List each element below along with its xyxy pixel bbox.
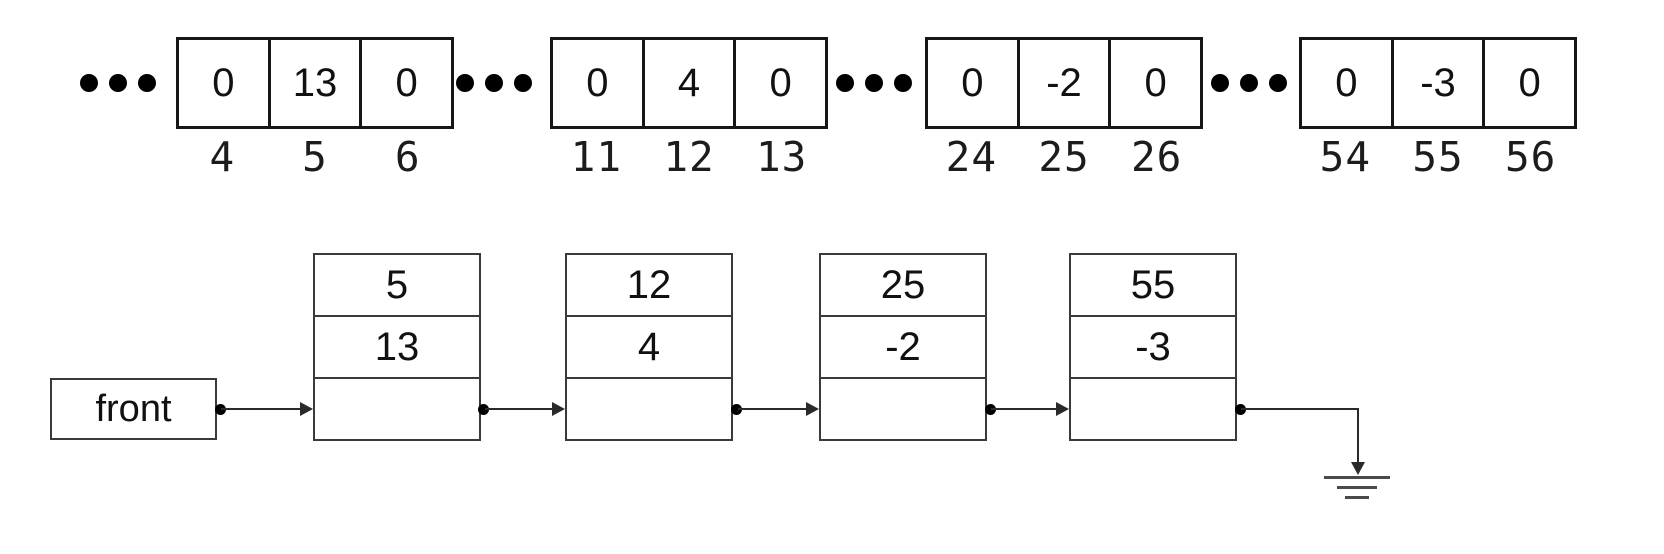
pointer-arrow-line [221, 408, 301, 410]
list-node: 5 13 [313, 253, 481, 441]
list-node: 55 -3 [1069, 253, 1237, 441]
null-pointer-line [1241, 408, 1359, 410]
array-cell: 0 [212, 60, 235, 105]
array-segment: 0 4 0 [550, 37, 828, 129]
node-value-cell: 13 [315, 317, 479, 379]
array-index-row: 24 25 26 [925, 133, 1203, 181]
arrowhead-down-icon [1351, 462, 1365, 475]
array-index-row: 11 12 13 [550, 133, 828, 181]
ellipsis-dot [456, 74, 474, 92]
array-cell: 0 [359, 40, 451, 126]
ellipsis-dot [894, 74, 912, 92]
node-index-cell: 55 [1071, 255, 1235, 317]
node-value-cell: -3 [1071, 317, 1235, 379]
array-index-label: 13 [755, 133, 808, 181]
array-segment: 0 -3 0 [1299, 37, 1577, 129]
array-cell: -2 [1016, 40, 1109, 126]
array-index-label: 11 [570, 133, 623, 181]
node-pointer-cell [821, 379, 985, 439]
array-index-label: 6 [394, 133, 421, 181]
array-index-label: 54 [1319, 133, 1372, 181]
front-label: front [95, 387, 172, 430]
array-cell: 0 [733, 40, 825, 126]
array-cell: 13 [267, 40, 360, 126]
ellipsis-dot [485, 74, 503, 92]
array-cell: 4 [641, 40, 734, 126]
array-index-label: 56 [1504, 133, 1557, 181]
ellipsis-dot [109, 74, 127, 92]
ellipsis-dots-icon [80, 74, 156, 92]
ellipsis-dots-icon [836, 74, 912, 92]
ground-icon [1345, 496, 1369, 499]
pointer-origin-dot [215, 404, 226, 415]
pointer-origin-dot [985, 404, 996, 415]
array-segment: 0 13 0 [176, 37, 454, 129]
pointer-arrow-line [738, 408, 806, 410]
ellipsis-dot [1269, 74, 1287, 92]
node-index-cell: 12 [567, 255, 731, 317]
array-cell: 0 [586, 60, 609, 105]
array-index-label: 4 [209, 133, 236, 181]
node-pointer-cell [567, 379, 731, 439]
array-index-label: 25 [1038, 133, 1090, 181]
array-cell: 0 [1482, 40, 1574, 126]
arrowhead-right-icon [806, 402, 819, 416]
list-node: 25 -2 [819, 253, 987, 441]
node-pointer-cell [315, 379, 479, 439]
array-segment: 0 -2 0 [925, 37, 1203, 129]
null-pointer-line [1357, 408, 1359, 462]
array-cell: 0 [961, 60, 984, 105]
ellipsis-dot [514, 74, 532, 92]
array-cell: -3 [1390, 40, 1483, 126]
ellipsis-dot [865, 74, 883, 92]
ellipsis-dot [1211, 74, 1229, 92]
ellipsis-dot [138, 74, 156, 92]
array-index-label: 24 [945, 133, 998, 181]
ellipsis-dots-icon [456, 74, 532, 92]
ellipsis-dot [1240, 74, 1258, 92]
array-index-label: 26 [1130, 133, 1183, 181]
array-index-row: 4 5 6 [176, 133, 454, 181]
ellipsis-dot [836, 74, 854, 92]
array-index-label: 55 [1412, 133, 1464, 181]
ellipsis-dot [80, 74, 98, 92]
node-index-cell: 5 [315, 255, 479, 317]
ellipsis-dots-icon [1211, 74, 1287, 92]
node-value-cell: 4 [567, 317, 731, 379]
list-node: 12 4 [565, 253, 733, 441]
array-cell: 0 [1335, 60, 1358, 105]
array-index-label: 12 [663, 133, 715, 181]
node-value-cell: -2 [821, 317, 985, 379]
pointer-arrow-line [485, 408, 553, 410]
pointer-arrow-line [991, 408, 1057, 410]
pointer-origin-dot [1235, 404, 1246, 415]
array-index-label: 5 [302, 133, 328, 181]
front-pointer-box: front [50, 378, 217, 440]
arrowhead-right-icon [552, 402, 565, 416]
pointer-origin-dot [731, 404, 742, 415]
node-index-cell: 25 [821, 255, 985, 317]
array-index-row: 54 55 56 [1299, 133, 1577, 181]
array-cell: 0 [1108, 40, 1200, 126]
pointer-origin-dot [478, 404, 489, 415]
ground-icon [1324, 476, 1390, 479]
arrowhead-right-icon [300, 402, 313, 416]
node-pointer-cell [1071, 379, 1235, 439]
arrowhead-right-icon [1056, 402, 1069, 416]
ground-icon [1337, 486, 1377, 489]
